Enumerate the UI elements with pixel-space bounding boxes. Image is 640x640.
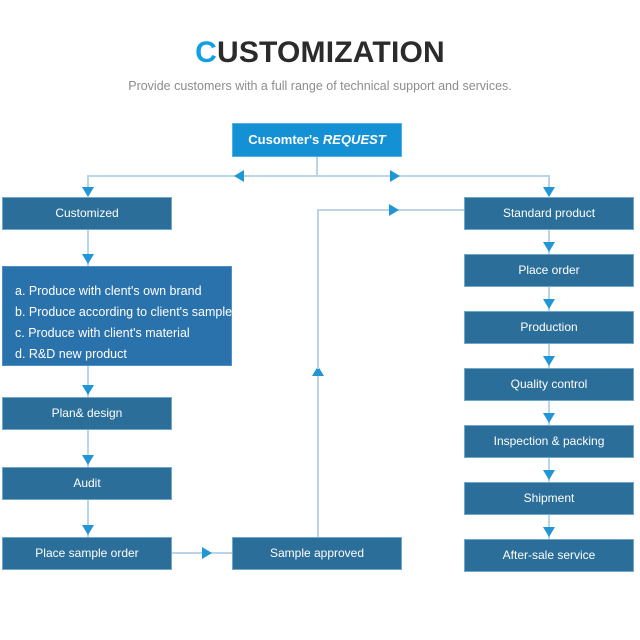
node-customized[interactable]: Customized [2,197,172,230]
option-item-a: a. Produce with clent's own brand [15,284,202,298]
node-shipment[interactable]: Shipment [464,482,634,515]
connector-root-stem [316,157,318,176]
connector-approved-up-upper [317,209,319,369]
node-sample-approved[interactable]: Sample approved [232,537,402,570]
arrowhead-shipment-to-after-sale-icon [543,527,555,537]
arrowhead-production-to-quality-icon [543,356,555,366]
node-customer-request-label-bold: Cusomter's [248,132,320,148]
arrowhead-standard-to-place-order-icon [543,242,555,252]
node-audit[interactable]: Audit [2,467,172,500]
page-subtitle: Provide customers with a full range of t… [128,79,512,93]
connector-options-to-plan [87,366,89,397]
connector-plan-to-audit [87,430,89,467]
arrowhead-customized-to-options-icon [82,254,94,264]
option-item-d: d. R&D new product [15,347,127,361]
page-header: CUSTOMIZATION Provide customers with a f… [0,0,640,110]
node-plan-design[interactable]: Plan& design [2,397,172,430]
arrowhead-distribution-right-icon [390,170,400,182]
connector-distribution-bar [88,175,550,177]
connector-approved-up [317,366,319,537]
connector-customized-to-options [87,230,89,266]
page-title: CUSTOMIZATION [0,36,640,70]
page-title-rest: USTOMIZATION [216,36,445,69]
arrowhead-audit-to-sample-order-icon [82,525,94,535]
node-quality-control[interactable]: Quality control [464,368,634,401]
node-customer-request[interactable]: Cusomter's REQUEST [232,123,402,157]
page-title-accent-letter: C [195,36,217,69]
arrowhead-drop-left-icon [82,187,94,197]
option-item-c: c. Produce with client's material [15,326,190,340]
arrowhead-distribution-left-icon [234,170,244,182]
arrowhead-sample-order-to-approved-icon [202,547,212,559]
node-customer-request-label-italic: REQUEST [322,132,386,148]
node-place-order[interactable]: Place order [464,254,634,287]
node-place-sample-order[interactable]: Place sample order [2,537,172,570]
arrowhead-place-order-to-production-icon [543,299,555,309]
node-customization-options[interactable]: a. Produce with clent's own brand b. Pro… [2,266,232,366]
arrowhead-quality-to-inspection-icon [543,413,555,423]
connector-drop-left [87,175,89,191]
arrowhead-options-to-plan-icon [82,385,94,395]
connector-audit-to-sample-order [87,500,89,537]
connector-drop-right [548,175,550,191]
node-after-sale-service[interactable]: After-sale service [464,539,634,572]
node-production[interactable]: Production [464,311,634,344]
arrowhead-approved-to-standard-icon [389,204,399,216]
arrowhead-approved-up-icon [312,366,324,376]
node-customer-request-label: Cusomter's REQUEST [248,132,385,148]
node-standard-product[interactable]: Standard product [464,197,634,230]
arrowhead-plan-to-audit-icon [82,455,94,465]
arrowhead-drop-right-icon [543,187,555,197]
option-item-b: b. Produce according to client's sample [15,305,233,319]
arrowhead-inspection-to-shipment-icon [543,470,555,480]
node-inspection-packing[interactable]: Inspection & packing [464,425,634,458]
